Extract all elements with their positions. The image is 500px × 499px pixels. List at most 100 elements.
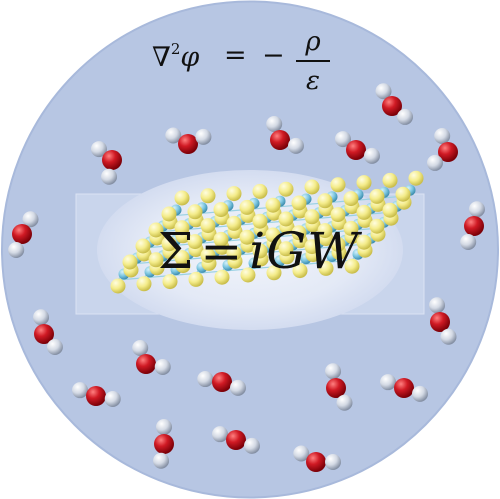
chalcogen-atom (318, 260, 334, 276)
chalcogen-atom (330, 177, 346, 193)
water-molecules (8, 83, 485, 472)
water-molecule-icon (212, 426, 260, 454)
gw-equals: = (200, 222, 244, 280)
oxygen-atom (306, 452, 326, 472)
hydrogen-atom (90, 141, 107, 158)
chalcogen-atom (265, 197, 281, 213)
hydrogen-atom (325, 363, 342, 380)
chalcogen-atom (200, 247, 216, 263)
chalcogen-atom (187, 234, 203, 250)
hydrogen-atom (468, 201, 485, 218)
hydrogen-atom (325, 454, 341, 470)
oxygen-atom (394, 378, 414, 398)
chalcogen-atom (148, 222, 164, 238)
chalcogen-atom (187, 204, 203, 220)
2d-layer-icon (110, 170, 424, 294)
water-molecule-icon (380, 374, 428, 402)
chalcogen-atom (252, 213, 268, 229)
hydrogen-atom (33, 309, 50, 326)
water-molecule-icon (72, 382, 121, 407)
chalcogen-atom (343, 220, 359, 236)
hydrogen-atom (334, 131, 351, 148)
water-molecule-icon (197, 371, 246, 396)
hydrogen-atom (197, 371, 214, 388)
chalcogen-atom (110, 278, 126, 294)
chalcogen-atom (252, 243, 268, 259)
oxygen-atom (226, 430, 246, 450)
oxygen-atom (102, 150, 122, 170)
chalcogen-atom (148, 252, 164, 268)
chalcogen-atom (200, 188, 216, 204)
water-molecule-icon (325, 363, 353, 411)
oxygen-atom (154, 434, 174, 454)
poisson-lhs: ∇2φ (152, 40, 199, 73)
hydrogen-atom (195, 128, 212, 145)
poisson-minus: − (262, 40, 285, 71)
hydrogen-atom (363, 147, 380, 164)
oxygen-atom (430, 312, 450, 332)
chalcogen-atom (213, 231, 229, 247)
water-molecule-icon (33, 309, 63, 356)
chalcogen-atom (162, 274, 178, 290)
hydrogen-atom (266, 116, 283, 133)
chalcogen-atom (278, 241, 294, 257)
hydrogen-atom (101, 168, 118, 185)
chalcogen-atom (356, 204, 372, 220)
chalcogen-atom (382, 202, 398, 218)
chalcogen-atom (343, 191, 359, 207)
chalcogen-atom (122, 254, 138, 270)
water-molecule-icon (266, 116, 304, 154)
hydrogen-atom (375, 83, 392, 100)
chalcogen-atom (213, 202, 229, 218)
chalcogen-atom (239, 199, 255, 215)
water-molecule-icon (153, 419, 174, 469)
chalcogen-atom (304, 239, 320, 255)
chalcogen-atom (395, 186, 411, 202)
chalcogen-atom (266, 265, 282, 281)
permittivity-symbol: ε (306, 66, 320, 96)
chalcogen-atom (317, 223, 333, 239)
hydrogen-atom (434, 128, 451, 145)
chalcogen-atom (135, 238, 151, 254)
oxygen-atom (136, 354, 156, 374)
charge-density-symbol: ρ (305, 27, 321, 57)
hydrogen-atom (104, 390, 121, 407)
hydrogen-atom (429, 297, 446, 314)
oxygen-atom (270, 130, 290, 150)
chalcogen-atom (136, 276, 152, 292)
chalcogen-atom (265, 227, 281, 243)
oxygen-atom (326, 378, 346, 398)
hydrogen-atom (153, 452, 170, 469)
oxygen-atom (464, 216, 484, 236)
chalcogen-atom (239, 229, 255, 245)
water-molecule-icon (90, 141, 122, 185)
chalcogen-atom (304, 179, 320, 195)
hydrogen-atom (397, 108, 414, 125)
fraction-bar (296, 60, 330, 62)
oxygen-atom (178, 134, 198, 154)
gw-rhs: iGW (249, 222, 360, 280)
chalcogen-atom (382, 172, 398, 188)
water-molecule-icon (293, 445, 341, 472)
oxygen-atom (212, 372, 232, 392)
oxygen-atom (382, 96, 402, 116)
oxygen-atom (346, 140, 366, 160)
chalcogen-atom (330, 236, 346, 252)
hydrogen-atom (426, 154, 443, 171)
poisson-fraction: ρ ε (296, 26, 330, 96)
chalcogen-atom (240, 267, 256, 283)
water-molecule-icon (334, 131, 380, 164)
chalcogen-atom (369, 218, 385, 234)
chalcogen-atom (369, 188, 385, 204)
hydrogen-atom (212, 426, 229, 443)
chalcogen-atom (291, 225, 307, 241)
chalcogen-atom (174, 220, 190, 236)
water-molecule-icon (165, 127, 212, 154)
hydrogen-atom (380, 374, 397, 391)
chalcogen-atom (304, 209, 320, 225)
water-molecule-icon (132, 340, 171, 375)
water-molecule-icon (8, 211, 39, 258)
hydrogen-atom (132, 340, 149, 357)
chalcogen-atom (161, 236, 177, 252)
